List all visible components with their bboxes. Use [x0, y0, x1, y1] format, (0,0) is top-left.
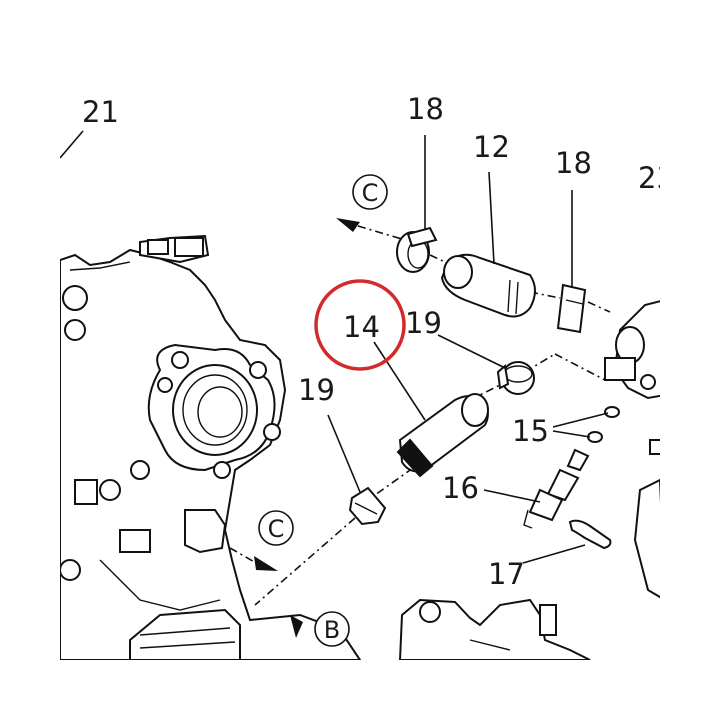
lower-housing — [398, 598, 591, 660]
ref-label-b: B — [324, 616, 340, 644]
callout-23: 23 — [638, 161, 675, 195]
callout-19-lower: 19 — [298, 373, 335, 407]
engine-block — [60, 234, 362, 660]
route-lines — [229, 225, 611, 606]
thermostat-housing — [604, 300, 660, 599]
ref-label-c-mid: C — [268, 515, 285, 543]
ref-label-c-top: C — [362, 179, 379, 207]
ref-marker-c-top: C — [352, 174, 388, 210]
clip-17 — [568, 519, 612, 550]
callout-18-right: 18 — [555, 146, 592, 180]
ref-marker-b: B — [314, 611, 350, 647]
callout-14: 14 — [343, 310, 380, 344]
hose-clamp-18-right — [556, 283, 587, 334]
callout-12: 12 — [473, 130, 510, 164]
hose-clamp-19-lower — [348, 486, 387, 526]
callout-16: 16 — [442, 471, 479, 505]
arrow-b — [290, 615, 303, 638]
arrow-c-top — [336, 218, 360, 232]
ref-marker-c-mid: C — [258, 510, 294, 546]
callout-17: 17 — [488, 557, 525, 591]
hose-14 — [396, 393, 489, 478]
hose-clamp-19-upper — [496, 361, 535, 395]
highlight-circle — [314, 279, 406, 371]
arrow-c-mid — [254, 556, 278, 571]
o-rings-15 — [587, 406, 620, 443]
hose-clamp-18-upper — [396, 226, 438, 273]
callout-numbers: 21 18 12 18 23 14 19 19 15 16 17 — [82, 92, 675, 591]
callout-18-upper: 18 — [407, 92, 444, 126]
sensor-16 — [523, 448, 590, 529]
callout-15: 15 — [512, 414, 549, 448]
leader-lines — [60, 130, 609, 564]
hose-12 — [440, 253, 536, 318]
callout-21: 21 — [82, 95, 119, 129]
callout-19-upper: 19 — [405, 306, 442, 340]
direction-arrows — [254, 218, 360, 638]
